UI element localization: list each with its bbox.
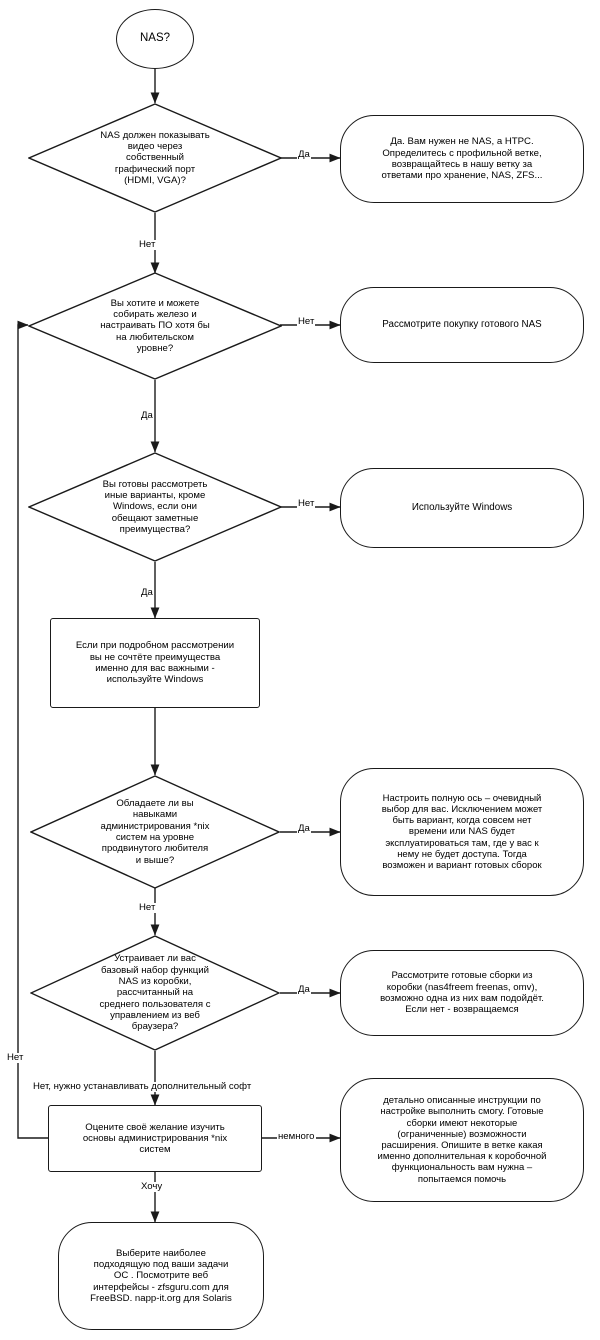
node-result-full-os[interactable]: Настроить полную ось – очевидный выбор д… bbox=[340, 768, 584, 896]
node-result-htpc-label: Да. Вам нужен не NAS, а HTPC. Определите… bbox=[381, 136, 543, 182]
node-start[interactable]: NAS? bbox=[116, 9, 194, 69]
node-decision-nix-skills-label: Обладаете ли вы навыками администрирован… bbox=[100, 798, 210, 866]
node-result-use-windows[interactable]: Используйте Windows bbox=[340, 468, 584, 548]
node-decision-diy-build-label: Вы хотите и можете собирать железо и нас… bbox=[100, 297, 210, 354]
edge-label-d3-yes: Да bbox=[140, 587, 154, 598]
edge-label-d1-no: Нет bbox=[138, 239, 157, 250]
node-result-full-os-label: Настроить полную ось – очевидный выбор д… bbox=[381, 792, 543, 871]
node-result-use-windows-label: Используйте Windows bbox=[411, 502, 513, 514]
node-result-choose-os[interactable]: Выберите наиболее подходящую под ваши за… bbox=[58, 1222, 264, 1330]
node-assess-learning-desire[interactable]: Оцените своё желание изучить основы адми… bbox=[48, 1105, 262, 1172]
node-decision-basic-features-label: Устраивает ли вас базовый набор функций … bbox=[99, 953, 211, 1033]
node-result-describe-needs-label: детально описанные инструкции по настрой… bbox=[377, 1095, 547, 1185]
edge-label-loopback-no: Нет bbox=[6, 1052, 25, 1063]
edge-label-d1-yes: Да bbox=[297, 149, 311, 160]
node-result-describe-needs[interactable]: детально описанные инструкции по настрой… bbox=[340, 1078, 584, 1202]
node-decision-diy-build[interactable]: Вы хотите и можете собирать железо и нас… bbox=[28, 272, 282, 380]
edge-label-b2-some: немного bbox=[277, 1131, 316, 1142]
edge-label-d2-no: Нет bbox=[297, 316, 316, 327]
node-result-htpc[interactable]: Да. Вам нужен не NAS, а HTPC. Определите… bbox=[340, 115, 584, 203]
node-result-buy-ready-nas[interactable]: Рассмотрите покупку готового NAS bbox=[340, 287, 584, 363]
edge-label-d4-no: Нет bbox=[138, 902, 157, 913]
edge-label-d4-yes: Да bbox=[297, 823, 311, 834]
edge-label-b2-want: Хочу bbox=[140, 1181, 164, 1192]
node-decision-video-port[interactable]: NAS должен показывать видео через собств… bbox=[28, 103, 282, 213]
node-assess-learning-desire-label: Оцените своё желание изучить основы адми… bbox=[82, 1121, 228, 1156]
node-decision-nix-skills[interactable]: Обладаете ли вы навыками администрирован… bbox=[30, 775, 280, 889]
edge-label-d5-no: Нет, нужно устанавливать дополнительный … bbox=[32, 1081, 253, 1092]
node-decision-non-windows[interactable]: Вы готовы рассмотреть иные варианты, кро… bbox=[28, 452, 282, 562]
node-decision-basic-features[interactable]: Устраивает ли вас базовый набор функций … bbox=[30, 935, 280, 1051]
node-result-ready-builds[interactable]: Рассмотрите готовые сборки из коробки (n… bbox=[340, 950, 584, 1036]
node-note-windows-fallback[interactable]: Если при подробном рассмотрении вы не со… bbox=[50, 618, 260, 708]
edge-label-d2-yes: Да bbox=[140, 410, 154, 421]
node-decision-non-windows-label: Вы готовы рассмотреть иные варианты, кро… bbox=[102, 478, 208, 535]
node-result-buy-ready-nas-label: Рассмотрите покупку готового NAS bbox=[382, 319, 542, 331]
node-note-windows-fallback-label: Если при подробном рассмотрении вы не со… bbox=[75, 640, 235, 686]
node-decision-video-port-label: NAS должен показывать видео через собств… bbox=[100, 129, 210, 186]
node-result-ready-builds-label: Рассмотрите готовые сборки из коробки (n… bbox=[380, 970, 544, 1016]
node-result-choose-os-label: Выберите наиболее подходящую под ваши за… bbox=[90, 1247, 232, 1304]
edge-label-d3-no: Нет bbox=[297, 498, 316, 509]
edge-label-d5-yes: Да bbox=[297, 984, 311, 995]
node-start-label: NAS? bbox=[139, 32, 171, 45]
